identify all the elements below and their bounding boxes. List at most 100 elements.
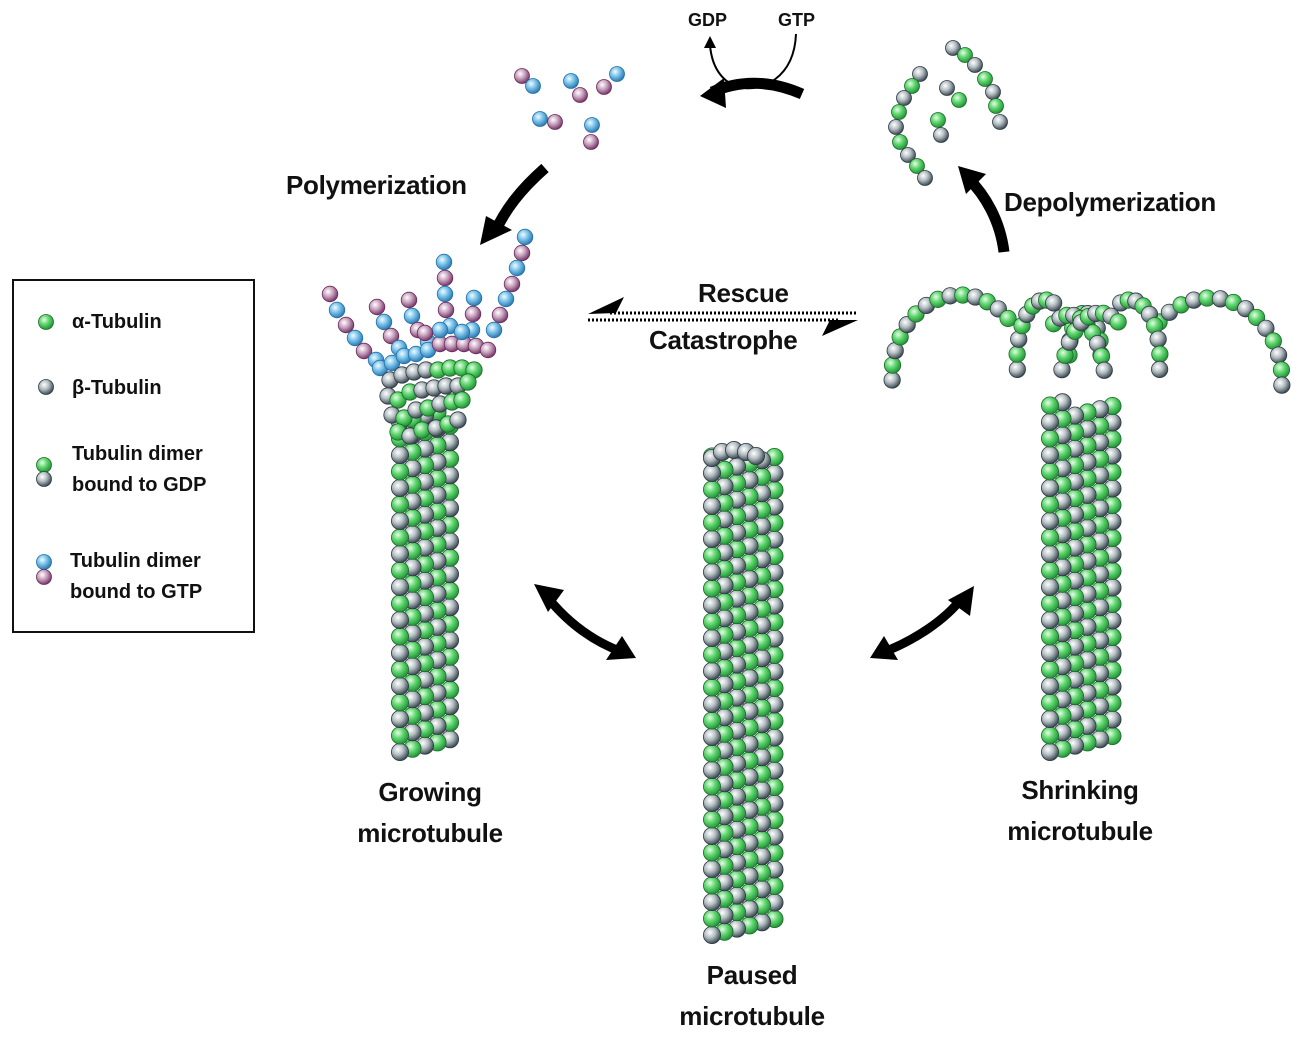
alpha-tubulin-sphere xyxy=(390,726,409,745)
depolymerized-fragments xyxy=(888,40,1008,186)
legend-gtp-line2: bound to GTP xyxy=(70,581,203,603)
gtp-beta-sphere xyxy=(563,73,579,89)
gtp-alpha-sphere xyxy=(503,275,521,293)
beta-tubulin-sphere xyxy=(900,147,916,163)
gtp-beta-sphere xyxy=(508,259,526,277)
paused-line1: Paused xyxy=(706,960,798,990)
alpha-tubulin-sphere xyxy=(703,711,722,730)
beta-tubulin-sphere xyxy=(933,127,949,143)
alpha-tubulin-sphere xyxy=(1109,313,1127,331)
legend-gdp-line1: Tubulin dimer xyxy=(72,443,203,465)
beta-tubulin-sphere xyxy=(390,743,409,762)
shrinking-microtubule xyxy=(1041,393,1122,762)
paused-microtubule xyxy=(703,447,784,945)
beta-tubulin-sphere xyxy=(703,496,722,515)
alpha-tubulin-sphere xyxy=(390,462,409,481)
gtp-alpha-sphere xyxy=(355,342,373,360)
legend-box: α-Tubulin β-Tubulin Tubulin dimer bound … xyxy=(12,279,255,633)
legend-alpha-label: α-Tubulin xyxy=(72,311,162,333)
beta-tubulin-sphere xyxy=(896,90,912,106)
beta-tubulin-sphere xyxy=(390,445,409,464)
alpha-tubulin-sphere xyxy=(930,112,946,128)
beta-tubulin-sphere xyxy=(967,57,983,73)
alpha-tubulin-sphere xyxy=(390,594,409,613)
gtp-beta-sphere xyxy=(328,301,346,319)
beta-tubulin-sphere xyxy=(703,629,722,648)
beta-tubulin-sphere xyxy=(703,761,722,780)
alpha-tubulin-sphere xyxy=(1041,561,1060,580)
gtp-beta-sphere xyxy=(403,307,421,325)
beta-tubulin-sphere xyxy=(1041,644,1060,663)
beta-tubulin-sphere xyxy=(1041,545,1060,564)
paused-line2: microtubule xyxy=(679,1001,825,1031)
gtp-alpha-sphere xyxy=(400,291,418,309)
gtp-alpha-sphere xyxy=(491,306,509,324)
gtp-alpha-sphere xyxy=(596,79,612,95)
alpha-tubulin-sphere xyxy=(390,495,409,514)
alpha-tubulin-sphere xyxy=(459,373,477,391)
beta-tubulin-sphere xyxy=(1273,376,1291,394)
alpha-tubulin-sphere xyxy=(1041,693,1060,712)
gtp-label: GTP xyxy=(778,10,816,30)
gtp-beta-sphere xyxy=(497,290,515,308)
gtp-alpha-sphere xyxy=(368,298,386,316)
beta-tubulin-sphere xyxy=(985,84,1001,100)
beta-tubulin-sphere xyxy=(883,371,901,389)
gtp-alpha-sphere xyxy=(464,305,482,323)
growing-microtubule xyxy=(390,403,459,762)
beta-tubulin-sphere xyxy=(390,611,409,630)
alpha-tubulin-sphere xyxy=(904,78,920,94)
gtp-alpha-sphere xyxy=(583,134,599,150)
gtp-alpha-sphere xyxy=(514,68,530,84)
beta-tubulin-sphere xyxy=(390,512,409,531)
gtp-alpha-sphere xyxy=(382,327,400,345)
beta-tubulin-sphere xyxy=(390,710,409,729)
beta-tubulin-sphere xyxy=(390,578,409,597)
alpha-tubulin-sphere xyxy=(703,513,722,532)
beta-tubulin-sphere xyxy=(703,827,722,846)
beta-tubulin-sphere xyxy=(1041,412,1060,431)
beta-tubulin-sphere xyxy=(703,563,722,582)
alpha-tubulin-sphere xyxy=(892,134,908,150)
gtp-beta-sphere xyxy=(525,78,541,94)
alpha-tubulin-sphere xyxy=(951,92,967,108)
shrinking-line1: Shrinking xyxy=(1021,775,1139,805)
gtp-beta-sphere xyxy=(485,321,503,339)
alpha-tubulin-sphere xyxy=(1041,726,1060,745)
gdp-dimer-icon xyxy=(36,457,52,487)
gtp-alpha-sphere xyxy=(547,114,563,130)
alpha-tubulin-sphere xyxy=(703,480,722,499)
beta-tubulin-sphere xyxy=(390,478,409,497)
gtp-alpha-sphere xyxy=(337,316,355,334)
alpha-tubulin-sphere xyxy=(703,843,722,862)
beta-tubulin-sphere xyxy=(1053,361,1071,379)
beta-tubulin-sphere xyxy=(703,728,722,747)
alpha-tubulin-sphere xyxy=(703,546,722,565)
beta-tubulin-sphere xyxy=(888,119,904,135)
depolymerization-arrow xyxy=(958,166,1010,253)
beta-tubulin-sphere xyxy=(1041,611,1060,630)
gtp-beta-sphere xyxy=(532,111,548,127)
beta-tubulin-sphere xyxy=(1151,360,1169,378)
gtp-beta-sphere xyxy=(435,253,453,271)
beta-tubulin-sphere xyxy=(992,114,1008,130)
alpha-tubulin-sphere xyxy=(1092,347,1111,365)
beta-tubulin-sphere xyxy=(390,545,409,564)
gtp-exchange-arrow xyxy=(700,77,805,108)
shrinking-microtubule-protofilaments xyxy=(883,286,1291,394)
alpha-tubulin-sphere xyxy=(1041,528,1060,547)
alpha-tubulin-sphere xyxy=(1008,345,1026,363)
growing-paused-double-arrow xyxy=(534,584,636,660)
gtp-beta-sphere xyxy=(609,66,625,82)
paused-shrinking-double-arrow xyxy=(870,586,974,660)
alpha-tubulin-sphere xyxy=(703,579,722,598)
beta-tubulin-sphere xyxy=(703,794,722,813)
gtp-alpha-sphere xyxy=(572,87,588,103)
beta-tubulin-sphere xyxy=(945,40,961,56)
alpha-tubulin-sphere xyxy=(390,561,409,580)
beta-tubulin-sphere xyxy=(1269,346,1288,364)
alpha-tubulin-sphere xyxy=(1041,495,1060,514)
alpha-tubulin-sphere xyxy=(1041,396,1060,415)
alpha-tubulin-sphere xyxy=(957,47,973,63)
